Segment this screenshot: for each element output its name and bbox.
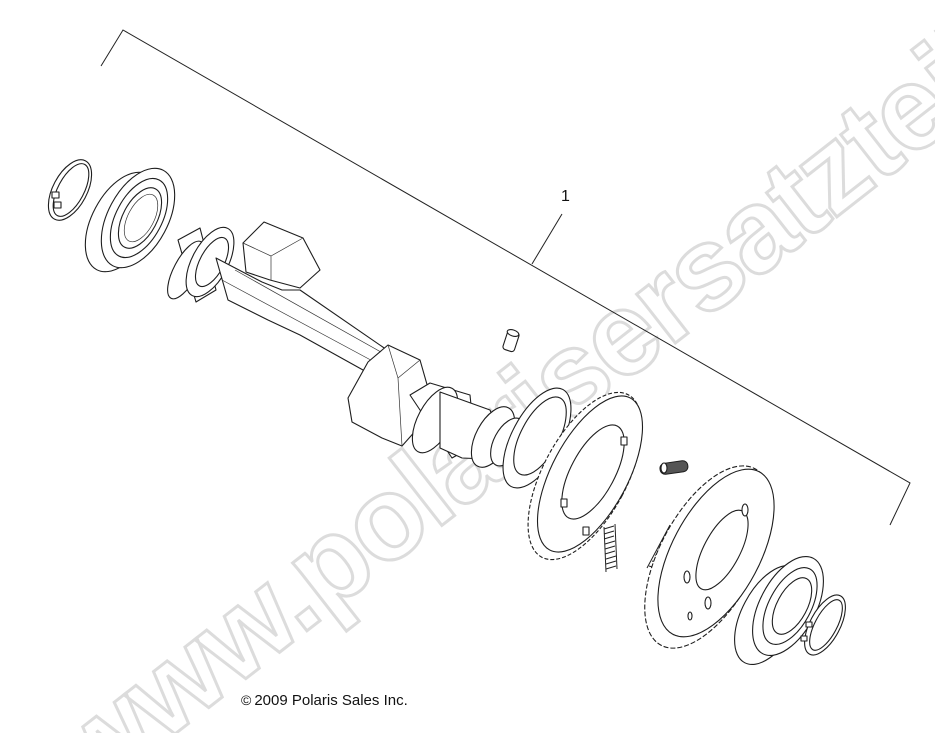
assembly-bracket	[100, 29, 911, 526]
dowel-pin	[502, 329, 520, 353]
spring-1	[603, 523, 618, 573]
crankshaft-journal-right	[409, 382, 526, 468]
copyright-symbol: ©	[241, 692, 252, 708]
crank-counterweight-upper	[242, 221, 321, 289]
gear-right	[644, 465, 775, 649]
snap-ring-right	[800, 594, 846, 656]
copyright-text: 2009 Polaris Sales Inc.	[254, 692, 408, 709]
gear-left	[527, 391, 644, 561]
copyright-notice: ©2009 Polaris Sales Inc.	[241, 692, 408, 709]
bearing-right	[734, 555, 824, 666]
set-screw	[659, 460, 689, 475]
callout-label-1: 1	[561, 188, 570, 205]
crank-counterweight-lower	[347, 344, 431, 447]
crankshaft-journal-left	[167, 226, 235, 303]
snap-ring-left	[47, 159, 93, 221]
bearing-left	[84, 167, 176, 273]
